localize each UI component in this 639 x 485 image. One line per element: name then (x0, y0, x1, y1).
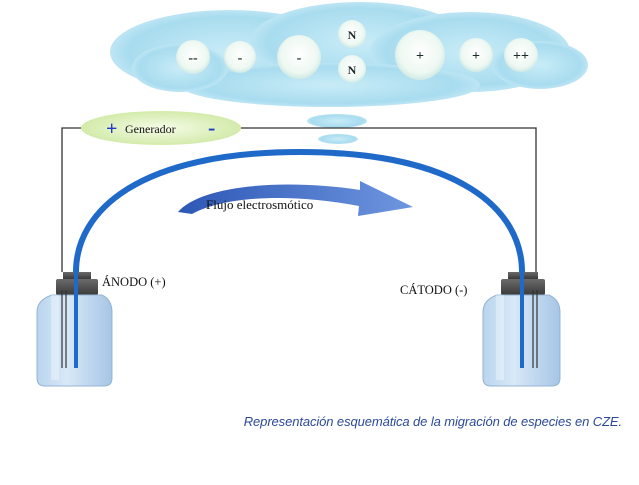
cathode-label: CÁTODO (-) (400, 283, 467, 297)
generator-minus-sign: - (208, 115, 215, 140)
species-labels: -- - - N N + + ++ (188, 28, 529, 77)
anode-label: ÁNODO (+) (102, 275, 166, 289)
anode-electrodes (61, 290, 67, 368)
species-bubble-neutral-top (338, 20, 366, 48)
generator: + Generador - (81, 111, 241, 145)
generator-label: Generador (125, 122, 176, 136)
species-neutral-top-label: N (348, 28, 357, 42)
species-bubble-neutral-bottom (338, 55, 366, 83)
species-bubble-pos2 (504, 38, 538, 72)
species-bubble-neg1b (277, 35, 321, 79)
wire-right (240, 127, 537, 272)
flow-label: Flujo electrosmótico (206, 197, 313, 212)
species-neutral-bottom-label: N (348, 63, 357, 77)
species-neg1b-label: - (297, 51, 302, 66)
wire-left (61, 127, 82, 272)
figure-caption: Representación esquemática de la migraci… (243, 414, 622, 429)
eof-arrow (178, 181, 413, 216)
species-bubble-pos1a (395, 30, 445, 80)
species-bubble-neg2 (176, 40, 210, 74)
species-pos1a-label: + (416, 49, 424, 64)
species-neg2-label: -- (188, 51, 198, 66)
capillary-tube (73, 148, 525, 275)
species-pos1b-label: + (472, 49, 480, 64)
generator-plus-sign: + (106, 118, 117, 140)
species-bubble-pos1b (459, 38, 493, 72)
species-bubbles (176, 20, 538, 83)
circuit-wires (61, 127, 537, 272)
cathode-electrodes (532, 290, 538, 368)
species-bubble-neg1a (224, 41, 256, 73)
species-pos2-label: ++ (513, 49, 529, 64)
species-neg1a-label: - (238, 51, 243, 66)
